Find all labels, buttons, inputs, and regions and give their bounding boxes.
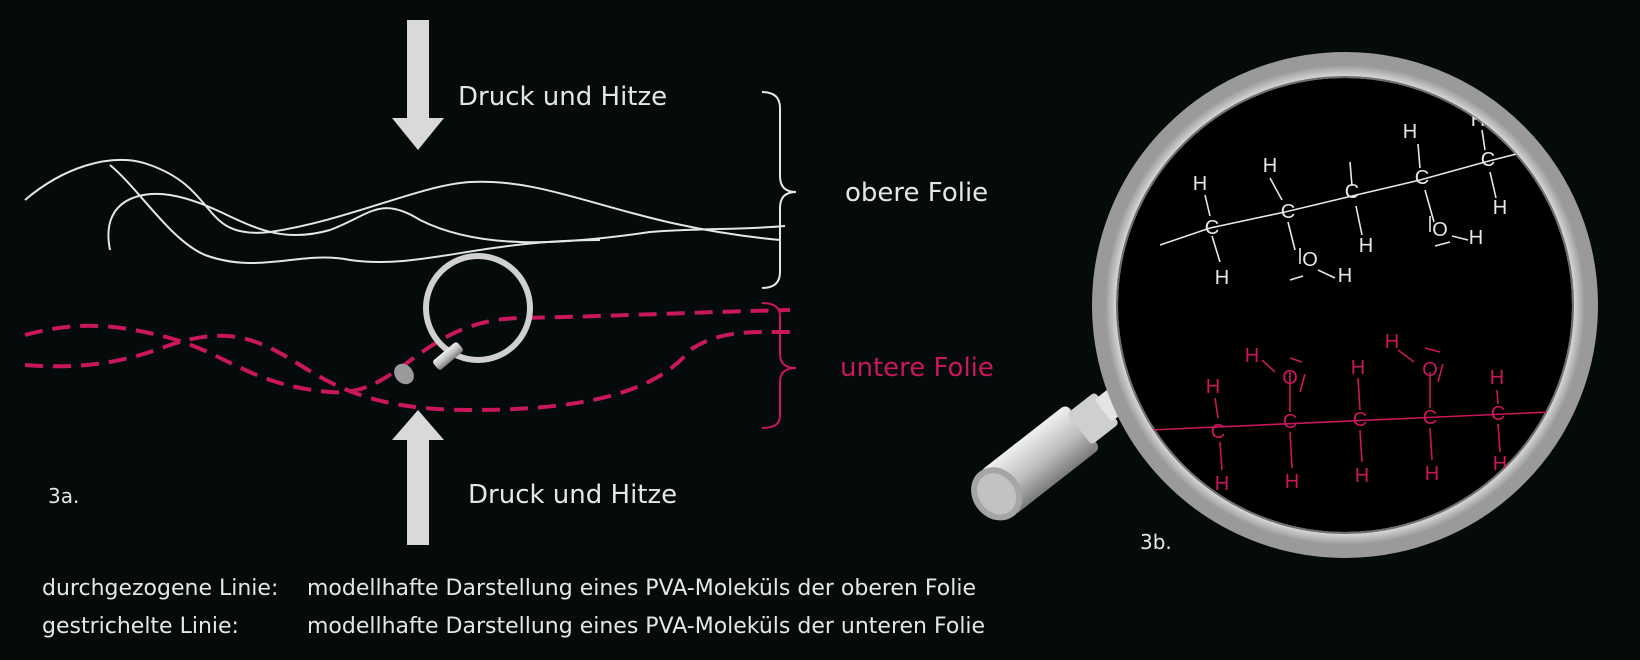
lower-pva-molecule <box>1149 347 1551 471</box>
svg-text:H: H <box>1359 235 1373 257</box>
bottom-pressure-arrow <box>392 410 444 545</box>
svg-text:O: O <box>1302 249 1318 271</box>
small-magnifier-icon <box>394 253 533 385</box>
legend-description: modellhafte Darstellung eines PVA-Molekü… <box>307 614 986 639</box>
svg-text:H: H <box>1425 463 1439 485</box>
svg-text:C: C <box>1423 407 1437 429</box>
legend-term: gestrichelte Linie: <box>42 614 239 639</box>
lower-film-dashed-lines <box>24 308 791 413</box>
svg-text:H: H <box>1469 227 1483 249</box>
svg-text:H: H <box>1490 367 1504 389</box>
figure-3a-label: 3a. <box>48 484 80 508</box>
svg-text:H: H <box>1245 345 1259 367</box>
svg-text:C: C <box>1353 409 1367 431</box>
upper-film-label: obere Folie <box>845 178 989 208</box>
svg-text:H: H <box>1403 121 1417 143</box>
svg-text:H: H <box>1215 473 1229 495</box>
upper-film-solid-lines <box>24 158 786 265</box>
svg-text:H: H <box>1193 173 1207 195</box>
lower-film-bracket <box>761 302 797 429</box>
svg-text:O: O <box>1282 367 1298 389</box>
upper-film-bracket <box>761 91 797 289</box>
svg-text:H: H <box>1493 197 1507 219</box>
svg-text:O: O <box>1422 359 1438 381</box>
svg-text:H: H <box>1351 357 1365 379</box>
legend-description: modellhafte Darstellung eines PVA-Molekü… <box>307 576 976 601</box>
top-pressure-arrow <box>392 20 444 150</box>
svg-text:C: C <box>1345 181 1359 203</box>
svg-text:O: O <box>1432 219 1448 241</box>
lower-pva-atom-labels: H C H H O C H H C H H O C H H C H <box>1206 331 1507 495</box>
svg-text:C: C <box>1283 411 1297 433</box>
svg-text:C: C <box>1415 167 1429 189</box>
lower-film-label: untere Folie <box>840 353 994 383</box>
svg-text:H: H <box>1355 465 1369 487</box>
svg-text:C: C <box>1481 149 1495 171</box>
svg-text:C: C <box>1281 201 1295 223</box>
large-magnifier-lens <box>1092 52 1598 558</box>
legend-term: durchgezogene Linie: <box>42 576 279 601</box>
svg-text:H: H <box>1385 331 1399 353</box>
upper-pva-atom-labels: H C H H C O H C H H C O H H C H <box>1193 109 1507 289</box>
top-force-label: Druck und Hitze <box>458 82 668 112</box>
figure-3b-label: 3b. <box>1140 530 1172 554</box>
svg-text:H: H <box>1215 267 1229 289</box>
svg-text:H: H <box>1338 265 1352 287</box>
legend-row-solid: durchgezogene Linie: modellhafte Darstel… <box>42 576 976 601</box>
svg-text:H: H <box>1263 155 1277 177</box>
svg-text:H: H <box>1285 471 1299 493</box>
legend-row-dashed: gestrichelte Linie: modellhafte Darstell… <box>42 614 985 639</box>
svg-text:H: H <box>1206 376 1220 398</box>
svg-text:C: C <box>1205 217 1219 239</box>
bottom-force-label: Druck und Hitze <box>468 480 678 510</box>
upper-pva-molecule <box>1159 129 1541 281</box>
svg-text:C: C <box>1491 403 1505 425</box>
svg-text:C: C <box>1211 421 1225 443</box>
